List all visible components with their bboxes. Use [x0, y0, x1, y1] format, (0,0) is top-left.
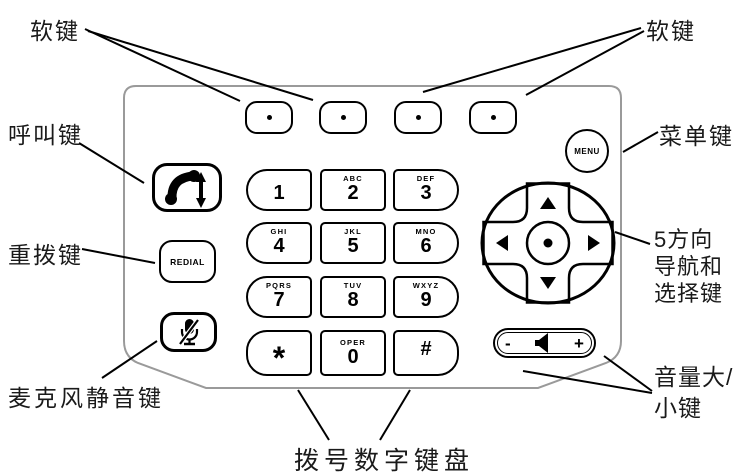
key-digit: 3: [420, 182, 432, 204]
callout-line-softkey-1: [84, 28, 241, 102]
key-0[interactable]: OPER 0: [320, 330, 386, 376]
label-volume-keys: 音量大/ 小键: [654, 362, 733, 424]
redial-label: REDIAL: [170, 256, 205, 267]
call-button[interactable]: [152, 163, 222, 212]
softkey-1[interactable]: [245, 101, 293, 134]
label-nav-line3: 选择键: [654, 281, 724, 306]
softkey-3[interactable]: [394, 101, 442, 134]
key-digit: 8: [347, 289, 359, 311]
dot-icon: [415, 115, 421, 120]
volume-up-button[interactable]: +: [574, 333, 584, 353]
speaker-icon: [535, 333, 549, 353]
key-digit: 5: [347, 235, 359, 257]
nav-select-dot-icon: [543, 238, 553, 248]
callout-line-softkey-2: [87, 30, 314, 101]
label-softkeys-right: 软键: [646, 18, 696, 44]
nav-pad[interactable]: [480, 181, 616, 305]
key-2[interactable]: ABC 2: [320, 169, 386, 211]
label-mute-key: 麦克风静音键: [8, 385, 164, 411]
microphone-slash-icon: [177, 318, 200, 346]
dot-icon: [490, 115, 496, 120]
key-1[interactable]: 1: [246, 169, 312, 211]
callout-line-redial: [81, 248, 156, 264]
key-letters: WXYZ: [412, 281, 440, 290]
key-digit: 2: [347, 182, 359, 204]
callout-line-keypad-a: [297, 389, 330, 441]
key-letters: DEF: [416, 174, 436, 183]
key-8[interactable]: TUV 8: [320, 276, 386, 318]
callout-line-softkey-3: [422, 27, 642, 93]
callout-line-menu: [622, 131, 659, 153]
label-volume-line1: 音量大/: [654, 364, 734, 390]
label-nav-line2: 导航和: [654, 254, 724, 279]
key-4[interactable]: GHI 4: [246, 222, 312, 264]
key-digit: *: [272, 340, 286, 376]
label-nav-line1: 5方向: [654, 227, 714, 252]
nav-down-arrow-icon[interactable]: [540, 277, 556, 289]
label-softkeys-left: 软键: [30, 18, 80, 44]
key-5[interactable]: JKL 5: [320, 222, 386, 264]
label-dial-keypad: 拨号数字键盘: [294, 447, 475, 475]
callout-lines: [78, 27, 659, 441]
callout-line-keypad-b: [379, 389, 411, 441]
callout-line-volume-b: [603, 355, 653, 392]
key-letters: ABC: [343, 174, 363, 183]
callout-line-nav: [614, 231, 651, 245]
key-3[interactable]: DEF 3: [393, 169, 459, 211]
softkey-2[interactable]: [319, 101, 367, 134]
key-digit: 9: [420, 289, 432, 311]
nav-cross-outline: [482, 182, 614, 304]
key-letters: JKL: [344, 227, 362, 236]
key-letters: MNO: [415, 227, 437, 236]
key-digit: 0: [347, 346, 359, 368]
key-6[interactable]: MNO 6: [393, 222, 459, 264]
label-menu-key: 菜单键: [659, 123, 734, 149]
mute-button[interactable]: [160, 312, 217, 352]
menu-button[interactable]: MENU: [565, 129, 609, 173]
key-letters: GHI: [270, 227, 288, 236]
volume-bar[interactable]: - +: [493, 328, 596, 358]
nav-right-arrow-icon[interactable]: [588, 235, 600, 251]
phone-handset-with-updown-arrow-icon: [165, 169, 206, 208]
callout-line-call: [78, 142, 145, 184]
label-call-key: 呼叫键: [8, 122, 83, 148]
key-pound[interactable]: #: [393, 330, 459, 376]
key-digit: 7: [273, 289, 285, 311]
key-digit: 4: [273, 235, 285, 257]
volume-down-button[interactable]: -: [505, 333, 511, 353]
key-letters: PQRS: [265, 281, 293, 290]
key-digit: #: [420, 338, 432, 360]
dot-icon: [340, 115, 346, 120]
key-letters: TUV: [343, 281, 363, 290]
callout-line-volume-a: [522, 370, 653, 394]
callout-line-softkey-4: [525, 30, 645, 96]
key-letters: OPER: [339, 338, 367, 347]
key-7[interactable]: PQRS 7: [246, 276, 312, 318]
softkey-4[interactable]: [469, 101, 517, 134]
nav-up-arrow-icon[interactable]: [540, 197, 556, 209]
callout-line-mute: [101, 340, 158, 379]
nav-left-arrow-icon[interactable]: [496, 235, 508, 251]
label-redial-key: 重拨键: [8, 242, 83, 268]
redial-button[interactable]: REDIAL: [159, 240, 216, 283]
menu-label: MENU: [574, 146, 600, 156]
key-digit: 1: [273, 182, 285, 204]
dot-icon: [266, 115, 272, 120]
key-digit: 6: [420, 235, 432, 257]
label-volume-line2: 小键: [654, 395, 702, 421]
key-9[interactable]: WXYZ 9: [393, 276, 459, 318]
key-star[interactable]: *: [246, 330, 312, 376]
label-nav-key: 5方向 导航和 选择键: [654, 226, 723, 307]
